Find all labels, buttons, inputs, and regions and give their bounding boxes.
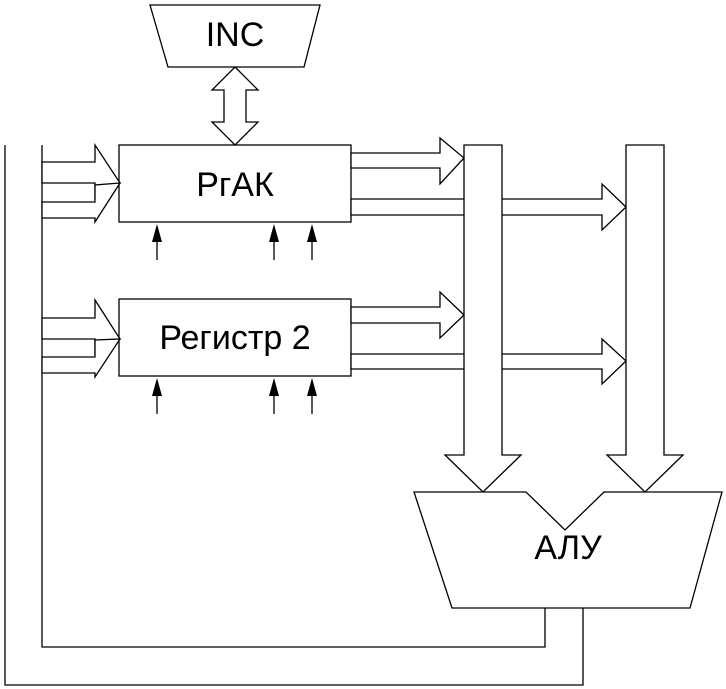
inc-label: INC: [206, 16, 265, 54]
inc-unit: [149, 4, 321, 68]
alu-unit: [413, 491, 723, 609]
register-ak-label: РгАК: [196, 166, 274, 204]
register-ak-input-arrow-lower: [41, 182, 122, 225]
bus-line-inner: [41, 145, 546, 648]
register-ak: [118, 144, 352, 223]
alu-input-bus-arrow-left: [443, 144, 523, 493]
inc-register-bidirectional-arrow: [210, 66, 260, 146]
alu-label: АЛУ: [534, 529, 602, 567]
register-2-input-arrow-lower: [41, 338, 122, 380]
register-2-control-signals: [152, 378, 317, 414]
register-2-label: Регистр 2: [159, 319, 310, 357]
alu-input-bus-arrow-right: [605, 144, 685, 493]
bus-line-outer: [4, 145, 584, 686]
register-2-output-arrow-upper: [350, 290, 465, 340]
register-ak-output-arrow-upper: [350, 136, 465, 186]
register-ak-control-signals: [152, 224, 317, 260]
register-2: [118, 298, 352, 377]
